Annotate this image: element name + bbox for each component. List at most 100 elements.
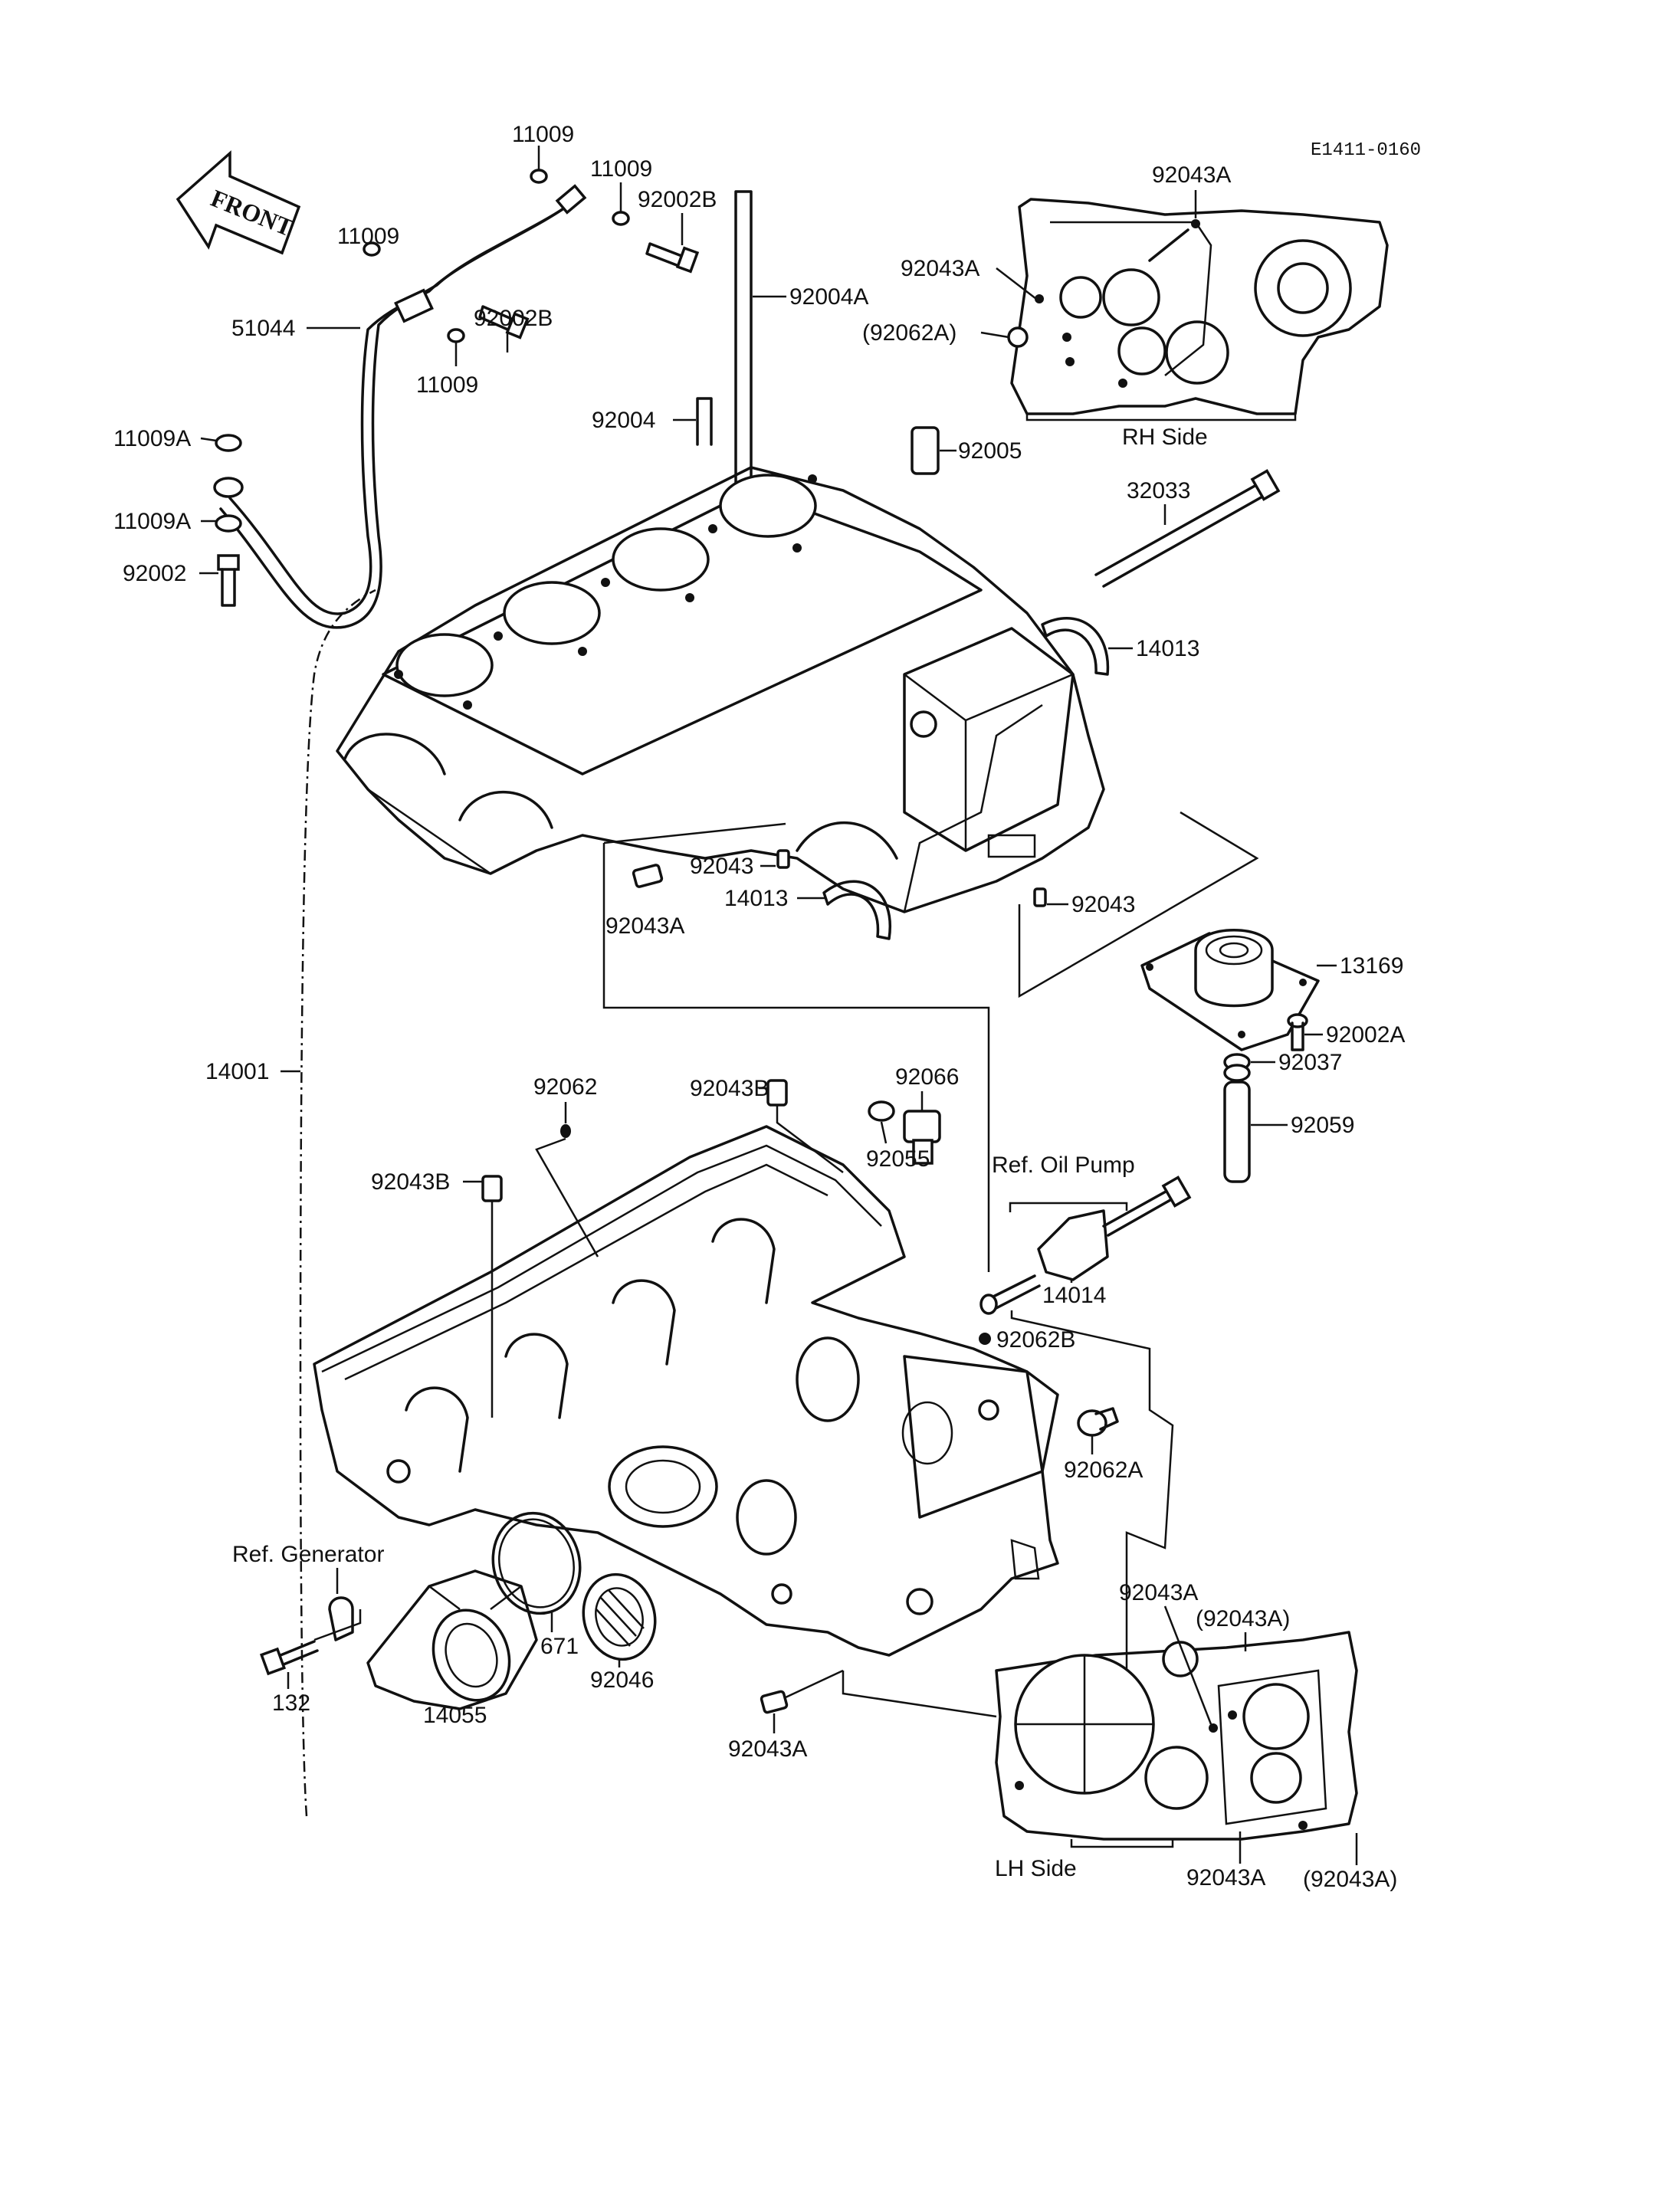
label-92043-a: 92043 bbox=[690, 854, 753, 879]
label-132: 132 bbox=[272, 1690, 310, 1716]
bolt-92002B-a bbox=[645, 242, 700, 274]
plug-92062B bbox=[979, 1333, 991, 1345]
label-rh-side: RH Side bbox=[1122, 425, 1208, 450]
dowel-92043B-a-line bbox=[776, 1105, 844, 1173]
stud-92004 bbox=[696, 397, 713, 446]
label-92062A: 92062A bbox=[1064, 1458, 1143, 1483]
label-92002A: 92002A bbox=[1326, 1022, 1405, 1048]
dowel-alignment-line-b bbox=[603, 822, 786, 844]
lh-side-view bbox=[995, 1631, 1358, 1841]
label-14001: 14001 bbox=[205, 1059, 269, 1084]
bolt-92002B-b bbox=[478, 305, 530, 339]
washer-11009-a bbox=[530, 169, 548, 184]
label-11009A-b: 11009A bbox=[113, 509, 191, 534]
dowel-92043A-lower bbox=[760, 1690, 789, 1714]
label-92062B: 92062B bbox=[996, 1327, 1075, 1353]
label-14055: 14055 bbox=[423, 1703, 487, 1728]
label-92043A-b: 92043A bbox=[728, 1736, 807, 1762]
dowel-92062 bbox=[560, 1124, 571, 1138]
oil-pump-bracket-leader bbox=[1009, 1202, 1128, 1212]
label-92004: 92004 bbox=[592, 408, 655, 433]
label-92002B-b: 92002B bbox=[474, 306, 553, 331]
plug-92062A bbox=[1077, 1407, 1119, 1437]
dowel-92043B-b bbox=[481, 1175, 503, 1202]
label-92055: 92055 bbox=[866, 1146, 930, 1172]
label-11009-b: 11009 bbox=[590, 156, 652, 182]
label-rh-92062A: (92062A) bbox=[862, 320, 956, 346]
label-rh-92043A-b: 92043A bbox=[901, 256, 979, 281]
label-671: 671 bbox=[540, 1634, 579, 1659]
generator-bracket bbox=[328, 1596, 354, 1641]
lower-dowel-line-a bbox=[1010, 1310, 1174, 1718]
label-11009-c: 11009 bbox=[337, 224, 399, 249]
crankcase-set-outline bbox=[299, 589, 376, 1817]
lower-dowel-line-b bbox=[842, 1671, 997, 1718]
label-92059: 92059 bbox=[1291, 1113, 1354, 1138]
bearing-14013-b bbox=[822, 880, 891, 940]
lower-crankcase bbox=[313, 1125, 1059, 1657]
bolt-92002 bbox=[217, 554, 240, 607]
label-92037: 92037 bbox=[1278, 1050, 1342, 1075]
bolt-92002A bbox=[1287, 1013, 1308, 1051]
label-32033: 32033 bbox=[1127, 478, 1190, 503]
label-92004A: 92004A bbox=[789, 284, 868, 310]
oil-pump-bracket-14014 bbox=[979, 1176, 1192, 1315]
label-11009-a: 11009 bbox=[512, 122, 574, 147]
label-ref-generator: Ref. Generator bbox=[232, 1542, 384, 1567]
label-92002: 92002 bbox=[123, 561, 186, 586]
label-14013-b: 14013 bbox=[724, 886, 788, 911]
label-11009A-a: 11009A bbox=[113, 426, 191, 451]
washer-11009A-b bbox=[215, 514, 242, 533]
dowel-alignment-line-c bbox=[1018, 811, 1259, 998]
pipe-92059 bbox=[1223, 1080, 1251, 1183]
label-14014: 14014 bbox=[1042, 1283, 1106, 1308]
rh-side-view bbox=[1007, 198, 1389, 415]
bearing-14013-a bbox=[1041, 617, 1110, 676]
label-ref-oil-pump: Ref. Oil Pump bbox=[992, 1153, 1135, 1178]
label-92046: 92046 bbox=[590, 1667, 654, 1693]
label-92043B-a: 92043B bbox=[690, 1076, 769, 1101]
oring-671 bbox=[491, 1511, 582, 1615]
label-rh-92043A-a: 92043A bbox=[1152, 162, 1231, 188]
label-92043-b: 92043 bbox=[1071, 892, 1135, 917]
dowel-92043A-upper bbox=[632, 864, 664, 888]
label-lh-side: LH Side bbox=[995, 1856, 1077, 1881]
label-lh-92043A-a: 92043A bbox=[1119, 1580, 1198, 1605]
dowel-92005 bbox=[911, 426, 940, 475]
bearing-92046 bbox=[582, 1572, 657, 1661]
label-13169: 13169 bbox=[1340, 953, 1403, 979]
drawing-code: E1411-0160 bbox=[1311, 140, 1421, 161]
label-lh-92043A-paren-b: (92043A) bbox=[1303, 1867, 1397, 1892]
bolt-132 bbox=[259, 1640, 319, 1676]
label-92005: 92005 bbox=[958, 438, 1022, 464]
upper-crankcase bbox=[336, 466, 1105, 913]
generator-ref-leader bbox=[313, 1609, 362, 1641]
label-92043A-a: 92043A bbox=[605, 913, 684, 939]
label-92066: 92066 bbox=[895, 1064, 959, 1090]
oil-hose-51044 bbox=[213, 184, 587, 629]
stud-92004A bbox=[734, 190, 753, 492]
dowel-alignment-line-a bbox=[602, 843, 990, 1272]
washer-11009-d bbox=[447, 328, 465, 343]
plug-92066 bbox=[903, 1110, 941, 1165]
dowel-92043A-lower-line bbox=[785, 1669, 844, 1699]
oring-92055 bbox=[868, 1100, 895, 1122]
bolt-32033 bbox=[1094, 469, 1281, 588]
label-92002B-a: 92002B bbox=[638, 187, 717, 212]
label-92062: 92062 bbox=[533, 1074, 597, 1100]
washer-11009A-a bbox=[215, 434, 242, 452]
label-51044: 51044 bbox=[231, 316, 295, 341]
label-14013-a: 14013 bbox=[1136, 636, 1199, 661]
label-92043B-b: 92043B bbox=[371, 1169, 450, 1195]
label-lh-92043A-b: 92043A bbox=[1186, 1865, 1265, 1890]
label-11009-d: 11009 bbox=[416, 372, 478, 398]
washer-11009-b bbox=[612, 211, 630, 226]
generator-cover-14055 bbox=[366, 1569, 538, 1710]
label-lh-92043A-paren-a: (92043A) bbox=[1196, 1606, 1290, 1631]
front-arrow-icon: FRONT bbox=[176, 150, 301, 255]
oil-cooler-13169 bbox=[1140, 929, 1320, 1051]
oring-92037 bbox=[1223, 1053, 1251, 1082]
dowel-92043B-a bbox=[766, 1079, 788, 1107]
